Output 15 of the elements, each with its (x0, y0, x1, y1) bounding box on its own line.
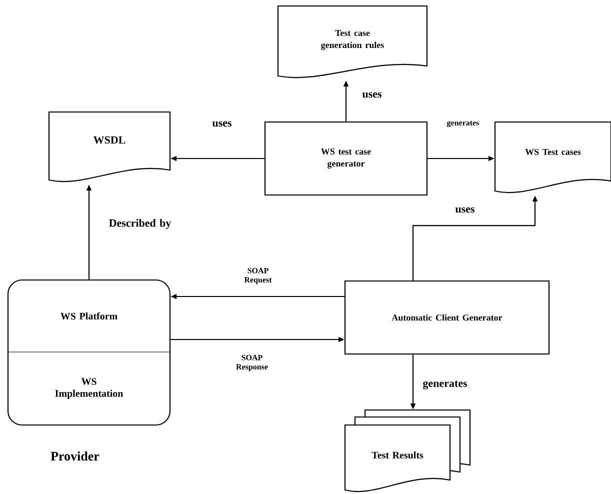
compartment: WS Platform (60, 312, 118, 320)
edge-label: generates (423, 380, 468, 390)
edge-label: SOAP Request (244, 268, 272, 284)
edge-label: Described by (109, 219, 172, 229)
provider-box (7, 279, 171, 426)
side-label: Provider (50, 451, 100, 461)
document-stack: Test Results (344, 409, 471, 492)
edge-label: uses (362, 92, 382, 98)
edge-label: uses (212, 121, 232, 127)
process-box: Automatic Client Generator (344, 280, 550, 355)
process-box: WS test case generator (264, 121, 428, 196)
edge-label: generates (447, 120, 480, 128)
edge-label: uses (455, 207, 475, 213)
edge-label: SOAP Response (236, 354, 268, 372)
compartment: WS Implementation (55, 378, 124, 399)
